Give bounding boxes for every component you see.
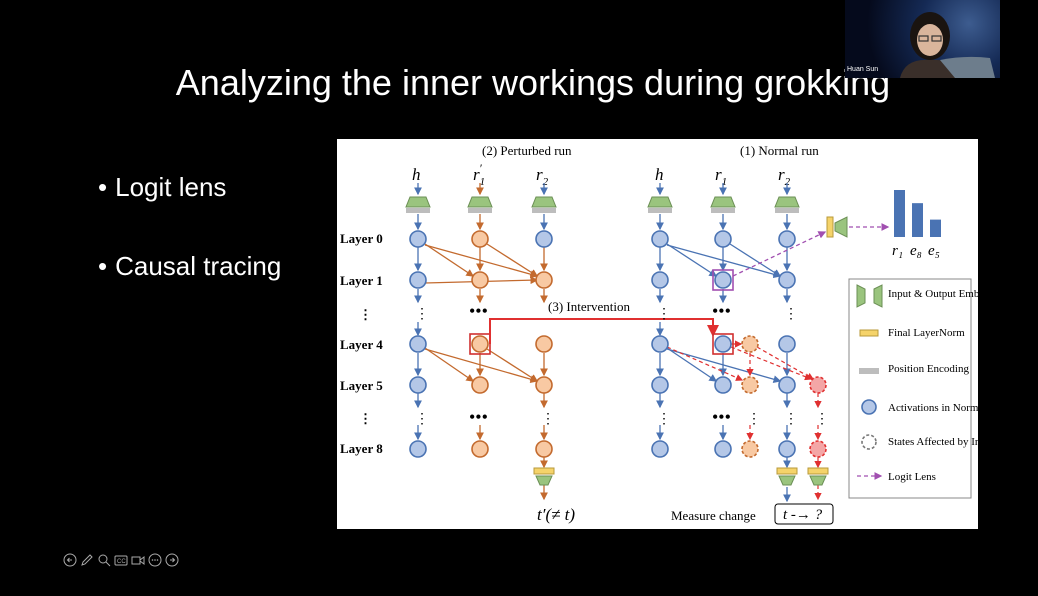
perturbed-run-label: (2) Perturbed run [482, 143, 572, 158]
bar-label-e8: e₈ [910, 243, 922, 259]
bar-label-r1: r₁ [892, 243, 903, 259]
token-r2-sub: 2 [543, 176, 549, 188]
zoom-icon[interactable] [96, 552, 112, 568]
webcam-person-image [900, 12, 995, 78]
layer-1-label: Layer 1 [340, 273, 383, 288]
intervention-label: (3) Intervention [548, 299, 630, 314]
svg-text:⋮: ⋮ [657, 307, 671, 322]
measure-change-label: Measure change [671, 508, 756, 523]
svg-text:⋮: ⋮ [747, 412, 761, 427]
token-r2-sub: 2 [785, 176, 791, 188]
presentation-controls: CC [62, 552, 180, 568]
layer-0-label: Layer 0 [340, 231, 383, 246]
svg-text:⋮: ⋮ [815, 412, 829, 427]
svg-text:⋮: ⋮ [415, 412, 429, 427]
token-r1-letter: r [715, 165, 722, 184]
logit-bar-2 [930, 219, 941, 237]
input-embeddings [405, 196, 800, 213]
token-r2-letter: r [778, 165, 785, 184]
bullet-logit-lens: •Logit lens [98, 172, 226, 203]
normal-run-label: (1) Normal run [740, 143, 819, 158]
svg-text:⋮: ⋮ [784, 307, 798, 322]
figure-diagram: (2) Perturbed run (1) Normal run h r1′ r… [340, 143, 978, 525]
bullet-causal-tracing: •Causal tracing [98, 251, 281, 282]
token-r1prime-letter: r [473, 165, 480, 184]
svg-text:CC: CC [117, 559, 126, 565]
bullet-text: Logit lens [115, 172, 227, 202]
logit-bar-0 [894, 190, 905, 237]
causal-tracing-figure: (2) Perturbed run (1) Normal run h r1′ r… [337, 139, 978, 529]
layer-8-label: Layer 8 [340, 441, 383, 456]
svg-text:•••: ••• [712, 301, 731, 321]
svg-text:⋮: ⋮ [541, 412, 555, 427]
forward-icon[interactable] [164, 552, 180, 568]
layer-5-label: Layer 5 [340, 378, 383, 393]
back-icon[interactable] [62, 552, 78, 568]
token-r2-letter: r [536, 165, 543, 184]
svg-text:⋮: ⋮ [657, 412, 671, 427]
legend-activations: Activations in Normal run [888, 402, 978, 414]
pen-icon[interactable] [79, 552, 95, 568]
token-r1prime-mark: ′ [479, 161, 482, 175]
measure-change-box: t -→ ? [783, 507, 823, 523]
token-r1prime-sub: 1 [480, 176, 486, 188]
video-icon[interactable] [130, 552, 146, 568]
perturbed-output: t′(≠ t) [537, 505, 575, 524]
legend-embeddings-text: Input & Output Embeddings [888, 288, 978, 300]
bullet-text: Causal tracing [115, 251, 282, 281]
logit-bar-chart [894, 190, 941, 237]
svg-text:•••: ••• [712, 407, 731, 427]
bullet-dot: • [98, 172, 108, 202]
token-h-perturbed: h [412, 165, 421, 184]
svg-text:⋮: ⋮ [784, 412, 798, 427]
legend-logit-lens: Logit Lens [888, 471, 936, 483]
legend-position-encoding: Position Encoding [888, 363, 969, 375]
svg-text:⋮: ⋮ [415, 307, 429, 322]
more-icon[interactable] [147, 552, 163, 568]
layer-dots-label-2: ⋮ [359, 411, 372, 426]
token-r2-normal: r2 [778, 165, 791, 188]
webcam-name: Huan Sun [847, 66, 879, 73]
token-r1-sub: 1 [722, 176, 728, 188]
token-h-normal: h [655, 165, 664, 184]
bullet-dot: • [98, 251, 108, 281]
token-r2-perturbed: r2 [536, 165, 549, 188]
layer-dots-label: ⋮ [359, 307, 372, 322]
layer-4-label: Layer 4 [340, 337, 383, 352]
legend: Input & Output Embeddings Final LayerNor… [848, 278, 978, 499]
legend-final-layernorm: Final LayerNorm [888, 327, 965, 339]
captions-icon[interactable]: CC [113, 552, 129, 568]
token-r1prime: r1′ [473, 161, 485, 188]
legend-embeddings: Input & Output Embeddings [888, 288, 978, 300]
bar-label-e5: e₅ [928, 243, 940, 259]
webcam-video[interactable]: Huan Sun [845, 0, 1000, 78]
logit-bar-1 [912, 203, 923, 237]
svg-text:•••: ••• [469, 407, 488, 427]
slide-title: Analyzing the inner workings during grok… [175, 62, 891, 103]
token-r1-normal: r1 [715, 165, 727, 188]
svg-text:•••: ••• [469, 301, 488, 321]
legend-states-affected: States Affected by Intervention [888, 436, 978, 448]
